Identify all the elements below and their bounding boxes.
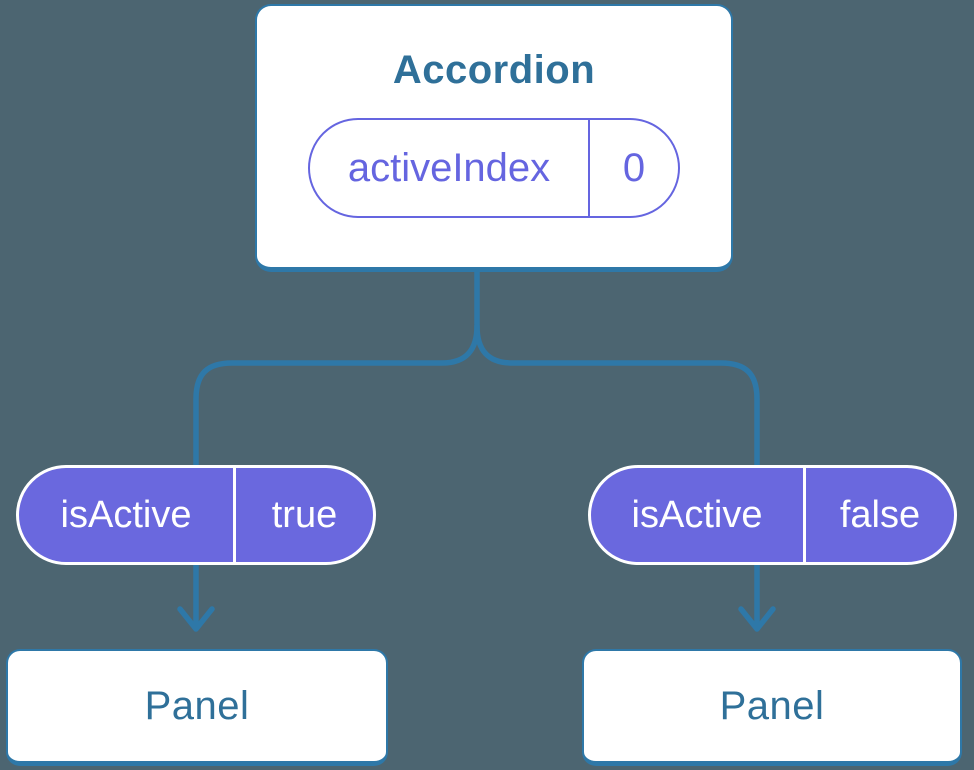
arrow-down-icon — [177, 606, 215, 632]
state-name-label: activeIndex — [310, 120, 590, 216]
panel-component-box-left: Panel — [6, 649, 388, 766]
component-title: Panel — [719, 683, 825, 728]
arrow-down-icon — [738, 606, 776, 632]
state-value-label: 0 — [622, 145, 646, 190]
connector-right-branch — [474, 323, 760, 629]
accordion-component-box: Accordion activeIndex 0 — [255, 4, 733, 272]
component-title: Panel — [144, 683, 250, 728]
prop-name-label: isActive — [19, 468, 236, 562]
component-title: Accordion — [392, 48, 596, 92]
prop-value-label: true — [271, 493, 338, 536]
prop-name-label: isActive — [591, 468, 806, 562]
prop-pill-left: isActive true — [16, 465, 376, 565]
state-pill: activeIndex 0 — [308, 118, 680, 218]
prop-pill-right: isActive false — [588, 465, 957, 565]
connector-trunk-left-branch — [193, 267, 480, 629]
panel-component-box-right: Panel — [582, 649, 962, 766]
prop-value-label: false — [839, 493, 921, 536]
